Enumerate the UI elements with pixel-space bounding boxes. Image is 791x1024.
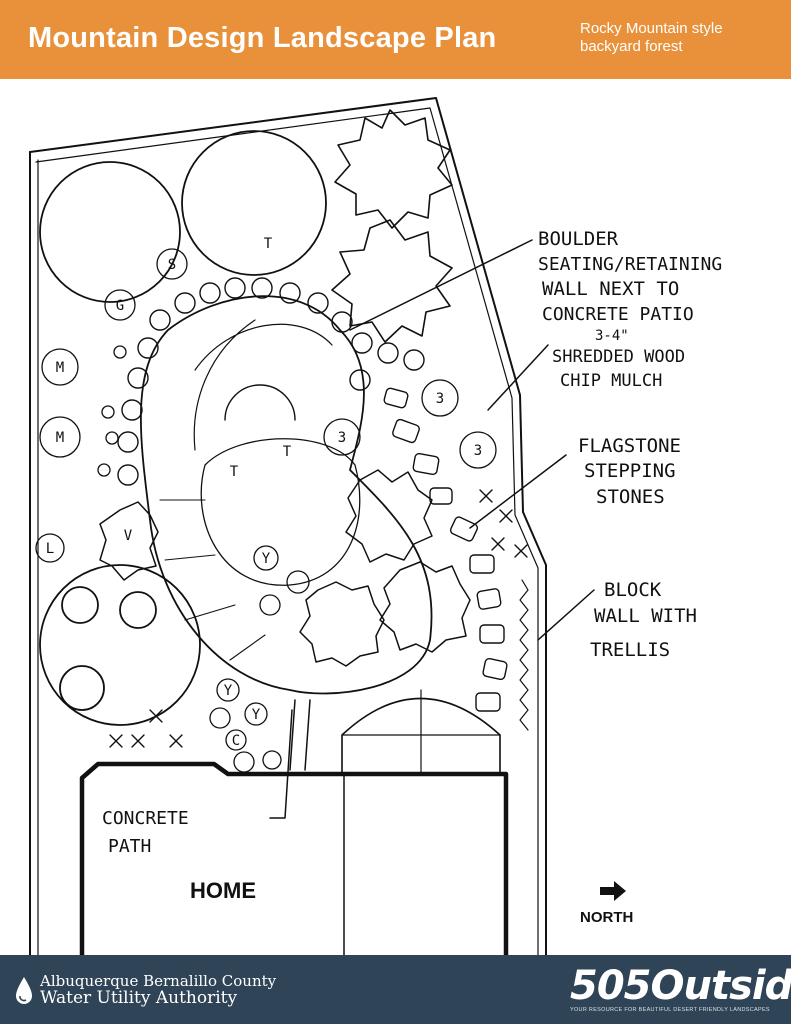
plant-code-3: 3 [436, 391, 444, 407]
header-bar: Mountain Design Landscape Plan Rocky Mou… [0, 0, 791, 79]
flagstone-steps [383, 387, 508, 712]
callout-path-line-1: CONCRETE [102, 808, 189, 829]
plant-code-t-2: T [230, 464, 239, 480]
plan-drawing: S G M M L V T T T Y Y Y C 3 3 3 BOULDER … [29, 97, 722, 958]
property-boundary [29, 97, 547, 956]
plant-code-l: L [46, 541, 54, 557]
callout-boulder-wall: BOULDER SEATING/RETAINING WALL NEXT TO C… [538, 228, 722, 325]
callout-mulch-line-2: SHREDDED WOOD [552, 347, 685, 367]
footer-bar: Albuquerque Bernalillo County Water Util… [0, 955, 791, 1024]
505outside-logo: 505Outside YOUR RESOURCE FOR BEAUTIFUL D… [570, 963, 791, 1013]
utility-name-line-2: Water Utility Authority [40, 988, 238, 1008]
callout-mulch-line-3: CHIP MULCH [560, 371, 662, 391]
callout-mulch: 3-4" SHREDDED WOOD CHIP MULCH [552, 328, 685, 391]
brand-wordmark: 505Outside [570, 963, 791, 1009]
callout-concrete-path: CONCRETE PATH [102, 808, 189, 857]
brand-tagline: YOUR RESOURCE FOR BEAUTIFUL DESERT FRIEN… [570, 1007, 770, 1013]
plant-code-c: C [232, 733, 240, 749]
subtitle-line-2: backyard forest [580, 38, 683, 55]
callout-boulder-line-3: WALL NEXT TO [542, 278, 679, 300]
callout-block-wall-line-3: TRELLIS [590, 639, 670, 661]
plant-code-g: G [116, 298, 124, 314]
concrete-path [289, 699, 311, 771]
callout-block-wall: BLOCK WALL WITH TRELLIS [590, 579, 697, 661]
home-label: HOME [190, 878, 256, 903]
callout-flagstone-line-1: FLAGSTONE [578, 435, 681, 457]
subtitle-line-1: Rocky Mountain style [580, 20, 723, 37]
plant-code-3-2: 3 [474, 443, 482, 459]
callout-flagstone: FLAGSTONE STEPPING STONES [578, 435, 681, 508]
page-title: Mountain Design Landscape Plan [28, 22, 497, 54]
callout-block-wall-line-2: WALL WITH [594, 605, 697, 627]
callout-leaders [269, 239, 595, 819]
trellis [519, 579, 529, 731]
plant-code-y: Y [262, 551, 271, 567]
callout-block-wall-line-1: BLOCK [604, 579, 662, 601]
plant-code-m-2: M [56, 430, 64, 446]
plant-code-t: T [264, 236, 273, 252]
deciduous-trees [39, 130, 327, 726]
plant-code-s: S [168, 257, 176, 273]
callout-flagstone-line-3: STONES [596, 486, 665, 508]
callout-boulder-line-4: CONCRETE PATIO [542, 304, 694, 325]
shrubs [99, 469, 471, 667]
utility-name: Albuquerque Bernalillo County Water Util… [40, 973, 276, 1007]
north-arrow-icon [600, 881, 626, 901]
plant-code-labels: S G M M L V T T T Y Y Y C 3 3 3 [46, 236, 482, 749]
landscape-plan: S G M M L V T T T Y Y Y C 3 3 3 BOULDER … [0, 79, 791, 958]
plant-code-3-3: 3 [338, 430, 346, 446]
utility-name-line-1: Albuquerque Bernalillo County [40, 972, 277, 990]
page-subtitle: Rocky Mountain style backyard forest [580, 20, 723, 56]
plant-code-v: V [124, 528, 133, 544]
plant-code-y-3: Y [252, 707, 261, 723]
north-label: NORTH [580, 909, 633, 926]
plant-code-m: M [56, 360, 64, 376]
callout-boulder-line-1: BOULDER [538, 228, 619, 250]
x-marked-plants [109, 489, 528, 748]
concrete-patio [139, 295, 433, 695]
callout-flagstone-line-2: STEPPING [584, 460, 676, 482]
plant-code-y-2: Y [224, 683, 233, 699]
evergreen-trees [331, 109, 453, 343]
callout-boulder-line-2: SEATING/RETAINING [538, 254, 722, 275]
callout-path-line-2: PATH [108, 836, 151, 857]
boulder-wall [117, 277, 425, 486]
callout-mulch-line-1: 3-4" [595, 328, 629, 344]
home-outline [79, 761, 509, 958]
water-drop-logo-icon [16, 977, 32, 1004]
groundcover-plants [35, 248, 497, 773]
plant-code-t-3: T [283, 444, 292, 460]
